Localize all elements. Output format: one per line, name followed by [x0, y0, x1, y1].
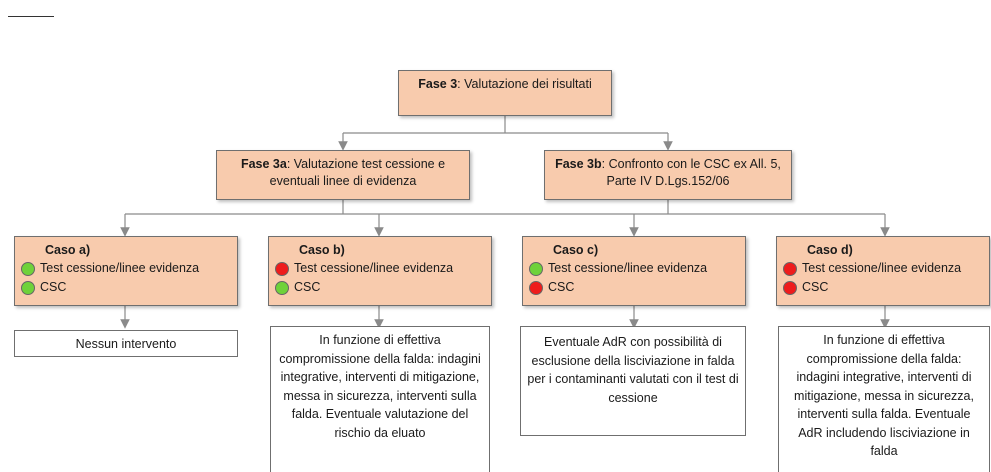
caso-c-test-status-icon — [529, 261, 543, 276]
caso-b-csc-status-icon — [275, 280, 289, 295]
caso-b-csc-label: CSC — [294, 280, 321, 294]
caso-d-test-row: Test cessione/linee evidenza — [783, 259, 983, 278]
fase3b-text: : Confronto con le CSC ex All. 5, Parte … — [601, 157, 781, 188]
caso-a-test-status-icon — [21, 261, 35, 276]
caso-c-test-row: Test cessione/linee evidenza — [529, 259, 739, 278]
fase3-bold-label: Fase 3 — [418, 77, 458, 91]
fase3a-bold-label: Fase 3a — [240, 157, 287, 171]
fase3-text: : Valutazione dei risultati — [457, 77, 592, 91]
caso-d-csc-status-icon — [783, 280, 797, 295]
fase3-box: Fase 3: Valutazione dei risultati — [398, 70, 612, 116]
outcome-a-box: Nessun intervento — [14, 330, 238, 357]
outcome-c-box: Eventuale AdR con possibilità di esclusi… — [520, 326, 746, 436]
caso-d-test-status-icon — [783, 261, 797, 276]
caso-b-box: Caso b) Test cessione/linee evidenza CSC — [268, 236, 492, 306]
header-rule — [8, 16, 54, 17]
outcome-d-box: In funzione di effettiva compromissione … — [778, 326, 990, 472]
caso-a-box: Caso a) Test cessione/linee evidenza CSC — [14, 236, 238, 306]
caso-a-csc-status-icon — [21, 280, 35, 295]
caso-c-test-label: Test cessione/linee evidenza — [548, 261, 708, 275]
caso-c-box: Caso c) Test cessione/linee evidenza CSC — [522, 236, 746, 306]
caso-b-test-status-icon — [275, 261, 289, 276]
caso-b-test-label: Test cessione/linee evidenza — [294, 261, 454, 275]
caso-c-csc-row: CSC — [529, 278, 739, 297]
caso-b-test-row: Test cessione/linee evidenza — [275, 259, 485, 278]
caso-d-box: Caso d) Test cessione/linee evidenza CSC — [776, 236, 990, 306]
caso-d-csc-row: CSC — [783, 278, 983, 297]
caso-b-title: Caso b) — [299, 243, 345, 257]
caso-a-csc-label: CSC — [40, 280, 67, 294]
caso-c-title: Caso c) — [553, 243, 599, 257]
caso-c-csc-label: CSC — [548, 280, 575, 294]
caso-d-title: Caso d) — [807, 243, 853, 257]
fase3a-box: Fase 3a: Valutazione test cessione e eve… — [216, 150, 470, 200]
outcome-b-box: In funzione di effettiva compromissione … — [270, 326, 490, 472]
fase3a-text: : Valutazione test cessione e eventuali … — [269, 157, 446, 188]
caso-a-test-label: Test cessione/linee evidenza — [40, 261, 200, 275]
caso-c-csc-status-icon — [529, 280, 543, 295]
caso-a-title: Caso a) — [45, 243, 91, 257]
caso-a-csc-row: CSC — [21, 278, 231, 297]
fase3b-bold-label: Fase 3b — [555, 157, 602, 171]
caso-d-csc-label: CSC — [802, 280, 829, 294]
caso-d-test-label: Test cessione/linee evidenza — [802, 261, 962, 275]
fase3b-box: Fase 3b: Confronto con le CSC ex All. 5,… — [544, 150, 792, 200]
caso-a-test-row: Test cessione/linee evidenza — [21, 259, 231, 278]
caso-b-csc-row: CSC — [275, 278, 485, 297]
